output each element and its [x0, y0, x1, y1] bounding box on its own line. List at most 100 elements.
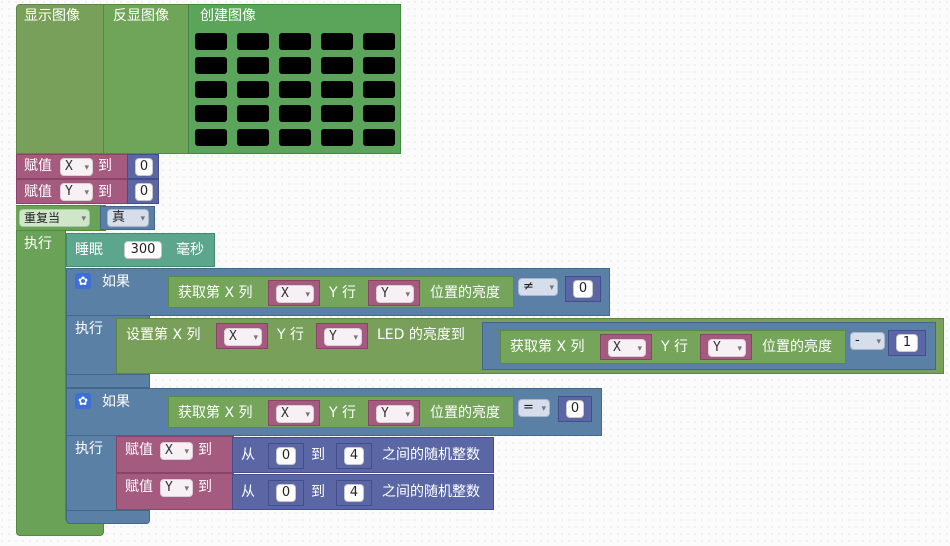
led-cell[interactable]: [363, 81, 395, 98]
minus-operator-dropdown[interactable]: -▾: [850, 332, 885, 350]
chevron-down-icon: ▾: [253, 333, 258, 343]
chevron-down-icon: ▾: [184, 447, 189, 457]
if1-y-var-dropdown[interactable]: Y▾: [376, 285, 414, 303]
if1-footer: [66, 374, 150, 388]
led-cell[interactable]: [279, 105, 311, 122]
led-cell[interactable]: [237, 129, 269, 146]
if1-x-var-dropdown[interactable]: X▾: [276, 285, 314, 303]
if2-y-var-dropdown[interactable]: Y▾: [376, 405, 414, 423]
led-matrix[interactable]: [195, 33, 400, 153]
if2-compare-input[interactable]: 0: [566, 400, 584, 418]
led-cell[interactable]: [279, 33, 311, 50]
led-cell[interactable]: [363, 57, 395, 74]
if2-if-label: 如果: [102, 394, 130, 410]
show-image-label: 显示图像: [24, 8, 80, 24]
set-y-var-dropdown[interactable]: Y▾: [324, 328, 362, 346]
random-y-from: 从: [241, 484, 255, 500]
assign-random-x-to: 到: [198, 442, 212, 458]
led-cell[interactable]: [279, 129, 311, 146]
led-cell[interactable]: [321, 105, 353, 122]
assign-random-x-var-dropdown[interactable]: X▾: [160, 442, 193, 460]
repeat-while-block[interactable]: [16, 205, 66, 535]
show-image-block[interactable]: [16, 4, 108, 154]
random-x-suffix: 之间的随机整数: [382, 447, 480, 463]
led-cell[interactable]: [195, 105, 227, 122]
if2-y-row: Y 行: [329, 405, 357, 421]
gear-icon[interactable]: ✿: [75, 273, 91, 289]
random-x-max-input[interactable]: 4: [344, 447, 364, 465]
assign-x-to: 到: [98, 158, 112, 174]
sleep-label: 睡眠: [75, 242, 103, 258]
if2-footer: [66, 510, 150, 524]
led-cell[interactable]: [363, 129, 395, 146]
repeat-while-footer: [16, 520, 104, 536]
random-y-max-input[interactable]: 4: [344, 484, 364, 502]
chevron-down-icon: ▾: [549, 283, 554, 293]
assign-y-var-dropdown[interactable]: Y▾: [60, 183, 93, 201]
led-cell[interactable]: [237, 57, 269, 74]
led-cell[interactable]: [321, 57, 353, 74]
inner-y-row: Y 行: [661, 339, 689, 355]
chevron-down-icon: ▾: [184, 484, 189, 494]
led-cell[interactable]: [363, 105, 395, 122]
led-cell[interactable]: [195, 129, 227, 146]
assign-random-y-var-dropdown[interactable]: Y▾: [160, 479, 193, 497]
led-cell[interactable]: [237, 81, 269, 98]
assign-x-value-input[interactable]: 0: [135, 158, 153, 176]
if1-operator-dropdown[interactable]: ≠▾: [518, 278, 558, 296]
chevron-down-icon: ▾: [84, 188, 89, 198]
chevron-down-icon: ▾: [737, 344, 742, 354]
inner-y-var-dropdown[interactable]: Y▾: [708, 339, 746, 357]
chevron-down-icon: ▾: [140, 214, 145, 224]
gear-icon[interactable]: ✿: [75, 393, 91, 409]
chevron-down-icon: ▾: [876, 337, 881, 347]
repeat-condition-dropdown[interactable]: 真▾: [107, 209, 149, 227]
if1-compare-input[interactable]: 0: [573, 280, 593, 298]
led-cell[interactable]: [195, 57, 227, 74]
chevron-down-icon: ▾: [405, 410, 410, 420]
led-cell[interactable]: [279, 81, 311, 98]
chevron-down-icon: ▾: [637, 344, 642, 354]
led-cell[interactable]: [237, 33, 269, 50]
repeat-mode-dropdown[interactable]: 重复当▾: [19, 209, 90, 227]
assign-y-value-input[interactable]: 0: [135, 183, 153, 201]
chevron-down-icon: ▾: [81, 214, 86, 224]
random-x-min-input[interactable]: 0: [276, 447, 296, 465]
chevron-down-icon: ▾: [541, 404, 546, 414]
if2-get-brightness-block[interactable]: [168, 396, 514, 428]
if1-exec-label: 执行: [75, 321, 103, 337]
if2-get-label: 获取第 X 列: [178, 405, 253, 421]
minus-value-input[interactable]: 1: [896, 334, 918, 352]
set-led-brightness-to: LED 的亮度到: [377, 327, 465, 343]
chevron-down-icon: ▾: [405, 290, 410, 300]
led-cell[interactable]: [321, 81, 353, 98]
random-y-suffix: 之间的随机整数: [382, 484, 480, 500]
assign-x-var-dropdown[interactable]: X▾: [60, 158, 93, 176]
assign-y-label: 赋值: [24, 184, 52, 200]
assign-random-y-to: 到: [198, 479, 212, 495]
if1-get-label: 获取第 X 列: [178, 285, 253, 301]
inner-get-brightness-block[interactable]: [500, 330, 846, 364]
if2-operator-dropdown[interactable]: =▾: [518, 399, 550, 417]
led-cell[interactable]: [363, 33, 395, 50]
inner-x-var-dropdown[interactable]: X▾: [608, 339, 646, 357]
random-y-min-input[interactable]: 0: [276, 484, 296, 502]
led-cell[interactable]: [237, 105, 269, 122]
if1-get-brightness-block[interactable]: [168, 276, 514, 308]
set-label: 设置第 X 列: [126, 327, 201, 343]
led-cell[interactable]: [321, 129, 353, 146]
if2-x-var-dropdown[interactable]: X▾: [276, 405, 314, 423]
sleep-block[interactable]: [66, 233, 215, 267]
led-cell[interactable]: [279, 57, 311, 74]
sleep-value-input[interactable]: 300: [124, 241, 162, 259]
chevron-down-icon: ▾: [353, 333, 358, 343]
led-cell[interactable]: [195, 81, 227, 98]
if2-pos-brightness: 位置的亮度: [430, 405, 500, 421]
set-x-var-dropdown[interactable]: X▾: [224, 328, 262, 346]
if2-exec-label: 执行: [75, 441, 103, 457]
led-cell[interactable]: [321, 33, 353, 50]
led-cell[interactable]: [195, 33, 227, 50]
random-x-between: 到: [311, 447, 325, 463]
invert-image-label: 反显图像: [113, 8, 169, 24]
invert-image-block[interactable]: [103, 4, 193, 154]
